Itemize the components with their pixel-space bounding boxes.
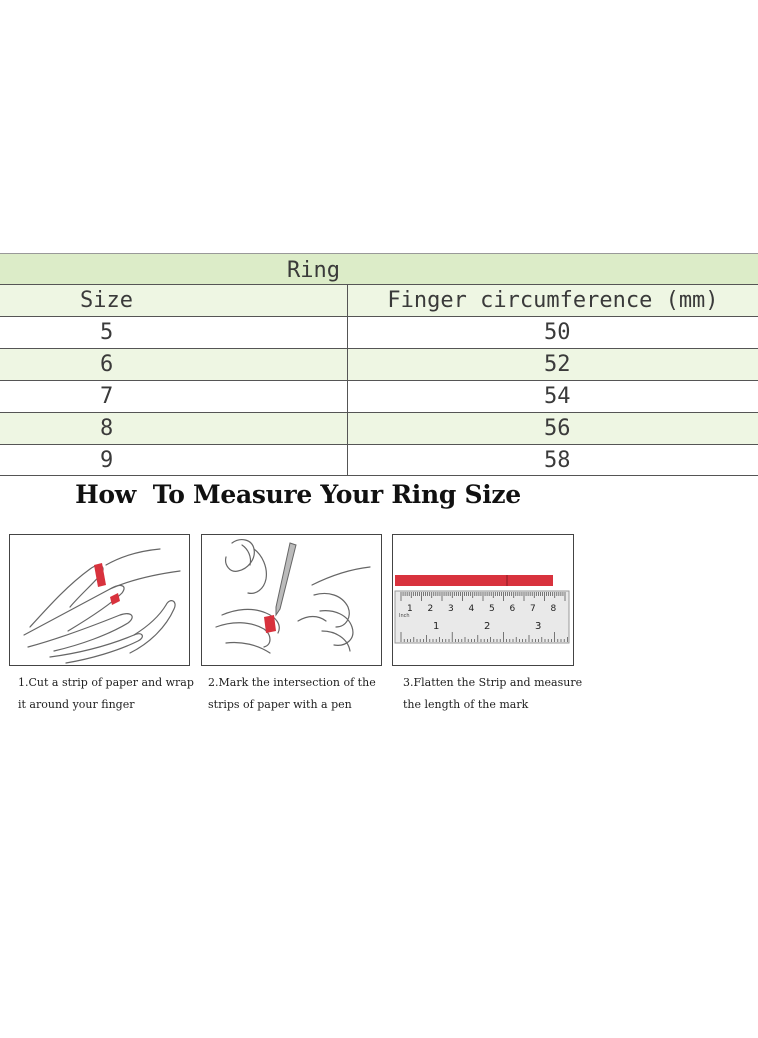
step-3-line-2: the length of the mark [403,698,529,711]
step-3-illustration: Inch 1 2 3 4 5 6 7 8 1 2 3 [392,534,574,666]
ruler-top-label: 1 [407,604,413,614]
size-cell: 5 [100,320,114,345]
table-row: 6 52 [0,348,758,380]
step-1-illustration [9,534,190,666]
step-1-caption: 1.Cut a strip of paper and wrap it aroun… [18,672,208,716]
size-cell: 7 [100,384,114,409]
size-cell: 6 [100,352,114,377]
ruler-top-label: 4 [469,604,475,614]
ruler-top-label: 8 [551,604,557,614]
ring-size-table: Ring Size Finger circumference (mm) 5 50… [0,253,758,476]
step-3-line-1: 3.Flatten the Strip and measure [403,676,583,689]
ruler-top-label: 7 [530,604,536,614]
step-2-line-2: strips of paper with a pen [208,698,352,711]
hand-wrap-icon [23,548,181,664]
table-row: 5 50 [0,316,758,348]
table-header-row: Size Finger circumference (mm) [0,284,758,316]
circumference-cell: 58 [347,445,758,475]
header-circumference: Finger circumference (mm) [347,285,758,316]
ruler-bottom-label: 3 [535,621,541,632]
circumference-cell: 56 [347,413,758,444]
circumference-cell: 54 [347,381,758,412]
circumference-cell: 50 [347,317,758,348]
table-title-row: Ring [0,253,758,284]
ruler-bottom-label: 1 [433,621,439,632]
step-2-caption: 2.Mark the intersection of the strips of… [208,672,398,716]
header-size: Size [80,288,133,313]
step-3-caption: 3.Flatten the Strip and measure the leng… [403,672,593,716]
step-2-illustration [201,534,382,666]
table-title: Ring [287,258,340,283]
ruler-icon: Inch 1 2 3 4 5 6 7 8 1 2 3 [394,575,570,644]
step-1-line-2: it around your finger [18,698,135,711]
step-2-line-1: 2.Mark the intersection of the [208,676,376,689]
ruler-body [394,590,570,644]
table-row: 9 58 [0,444,758,476]
step-1-line-1: 1.Cut a strip of paper and wrap [18,676,194,689]
how-to-measure-heading: How To Measure Your Ring Size [75,480,521,509]
ruler-bottom-label: 2 [484,621,490,632]
circumference-cell: 52 [347,349,758,380]
size-cell: 8 [100,416,114,441]
table-row: 8 56 [0,412,758,444]
ruler-top-label: 2 [428,604,434,614]
paper-strip [395,575,553,586]
size-cell: 9 [100,447,114,473]
table-row: 7 54 [0,380,758,412]
ruler-top-label: 3 [448,604,454,614]
ruler-top-label: 6 [510,604,516,614]
ruler-unit: Inch [399,613,410,619]
ruler-top-label: 5 [489,604,495,614]
pen-mark-icon [215,539,371,654]
